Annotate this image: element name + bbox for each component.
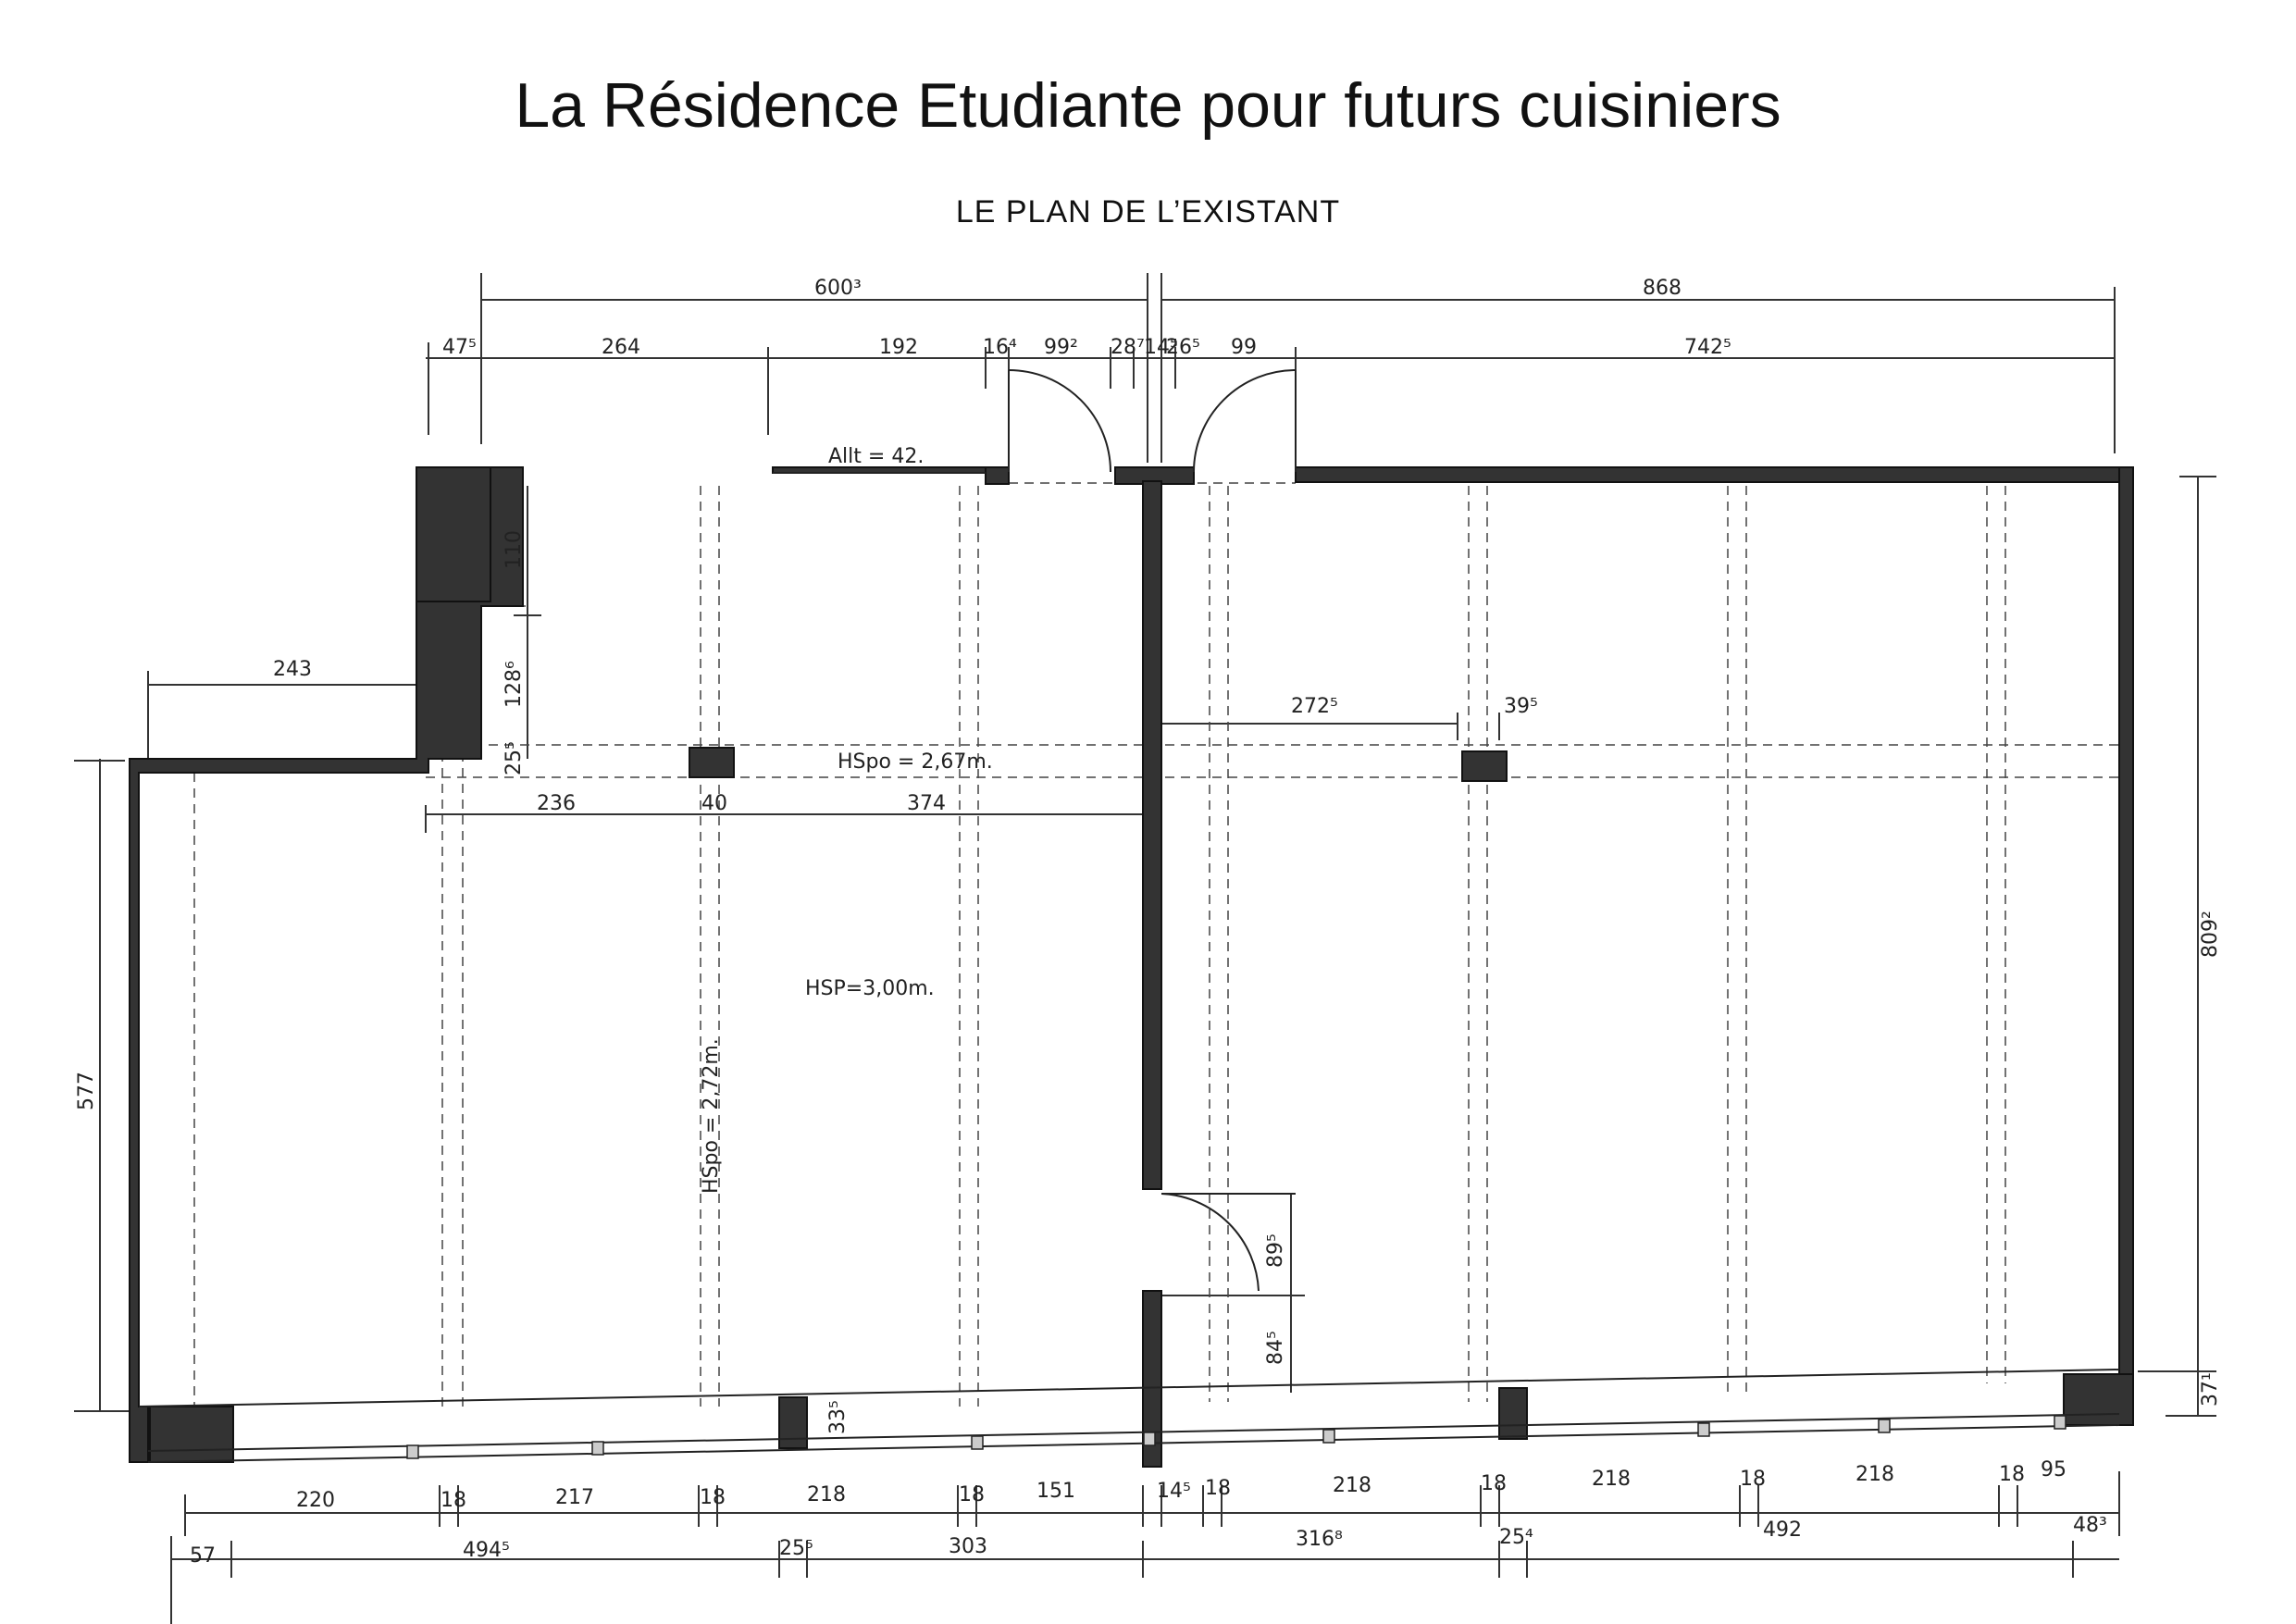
dim-577: 577 <box>75 1072 98 1110</box>
page-title: La Résidence Etudiante pour futurs cuisi… <box>515 70 1781 141</box>
dim-99b: 99 <box>1231 336 1257 359</box>
dim-c-492: 492 <box>1763 1519 1802 1542</box>
dim-b-220: 220 <box>296 1489 335 1512</box>
dim-c-303: 303 <box>949 1535 987 1558</box>
dim-243: 243 <box>273 658 312 681</box>
window-mullions <box>406 1415 2066 1459</box>
dim-c-25a: 25⁵ <box>779 1537 813 1560</box>
dim-b-217: 217 <box>555 1486 594 1509</box>
dim-374: 374 <box>907 792 946 815</box>
dim-b-18d: 18 <box>1205 1477 1231 1500</box>
dim-84: 84⁵ <box>1264 1331 1287 1365</box>
walls <box>129 466 2134 1468</box>
doors <box>1008 369 1297 1292</box>
dim-39: 39⁵ <box>1504 695 1538 718</box>
dim-b-218a: 218 <box>807 1483 846 1506</box>
hspo-beam-note: HSpo = 2,67m. <box>838 750 993 774</box>
dim-b-18f: 18 <box>1740 1468 1766 1491</box>
dim-b-18c: 18 <box>959 1483 985 1506</box>
dim-26: 26⁵ <box>1166 336 1200 359</box>
dim-272: 272⁵ <box>1291 695 1338 718</box>
dim-89: 89⁵ <box>1264 1233 1287 1268</box>
dim-b-218b: 218 <box>1333 1474 1371 1497</box>
dim-b-95: 95 <box>2041 1458 2066 1481</box>
dim-99a: 99² <box>1044 336 1078 359</box>
facade <box>138 472 2120 1463</box>
dim-b-18a: 18 <box>441 1489 466 1512</box>
dim-33: 33⁵ <box>826 1400 850 1434</box>
dim-c-494: 494⁵ <box>463 1539 510 1562</box>
dim-b-18e: 18 <box>1481 1472 1507 1495</box>
dim-b-18g: 18 <box>1999 1463 2025 1486</box>
dim-742: 742⁵ <box>1684 336 1731 359</box>
dim-14: 14⁵ <box>1144 336 1178 359</box>
dim-47: 47⁵ <box>442 336 477 359</box>
window-height-note: Allt = 42. <box>828 445 924 468</box>
dim-c-57: 57 <box>190 1544 216 1568</box>
dim-192: 192 <box>879 336 918 359</box>
dim-110: 110 <box>503 530 526 569</box>
dim-868: 868 <box>1643 277 1682 300</box>
hspo-vertical-note: HSpo = 2,72m. <box>700 1038 723 1194</box>
page-subtitle: LE PLAN DE L’EXISTANT <box>955 194 1341 229</box>
dim-b-18b: 18 <box>700 1486 726 1509</box>
dim-c-25b: 25⁴ <box>1499 1526 1533 1549</box>
dim-264: 264 <box>602 336 640 359</box>
hsp-note: HSP=3,00m. <box>805 977 935 1000</box>
dim-128: 128⁶ <box>503 661 526 708</box>
dim-b-218c: 218 <box>1592 1468 1631 1491</box>
dim-40: 40 <box>701 792 727 815</box>
dim-809: 809² <box>2199 911 2222 958</box>
dim-28: 28⁷ <box>1111 336 1145 359</box>
dim-25: 25⁵ <box>503 741 526 775</box>
dim-b-14: 14⁵ <box>1157 1480 1191 1503</box>
dim-c-48: 48³ <box>2073 1514 2107 1537</box>
dim-b-218d: 218 <box>1855 1463 1894 1486</box>
dim-16: 16⁴ <box>983 336 1017 359</box>
dimension-lines <box>74 273 2216 1624</box>
dim-600: 600³ <box>814 277 862 300</box>
dim-c-316: 316⁸ <box>1296 1528 1343 1551</box>
dim-b-151: 151 <box>1036 1480 1075 1503</box>
dim-236: 236 <box>537 792 576 815</box>
dim-37: 37¹ <box>2199 1372 2222 1407</box>
